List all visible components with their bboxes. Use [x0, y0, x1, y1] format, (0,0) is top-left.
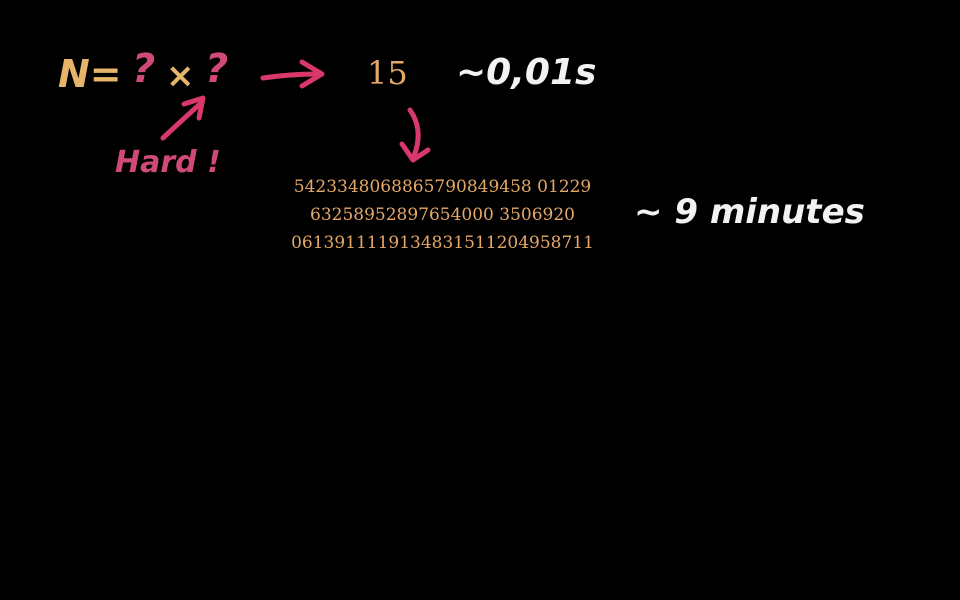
large-time-label: ~ 9 minutes — [634, 192, 865, 232]
unknown-factor-2: ? — [205, 46, 229, 92]
down-arrow-icon — [399, 107, 431, 163]
unknown-factor-1: ? — [132, 46, 156, 92]
equation-lhs: N= — [58, 52, 122, 96]
small-time-label: ~0,01s — [456, 52, 597, 93]
up-arrow-icon — [160, 95, 206, 141]
right-arrow-icon — [260, 59, 325, 89]
large-number-line-1: 5423348068865790849458 01229 — [293, 177, 592, 197]
small-number: 15 — [367, 54, 408, 92]
large-number-line-3: 0613911119134831511204958711 — [291, 233, 594, 253]
large-number: 5423348068865790849458 01229 63258952897… — [285, 173, 600, 257]
hard-annotation: Hard ! — [115, 145, 221, 180]
times-sign: × — [166, 56, 195, 96]
large-number-line-2: 63258952897654000 3506920 — [310, 205, 575, 225]
